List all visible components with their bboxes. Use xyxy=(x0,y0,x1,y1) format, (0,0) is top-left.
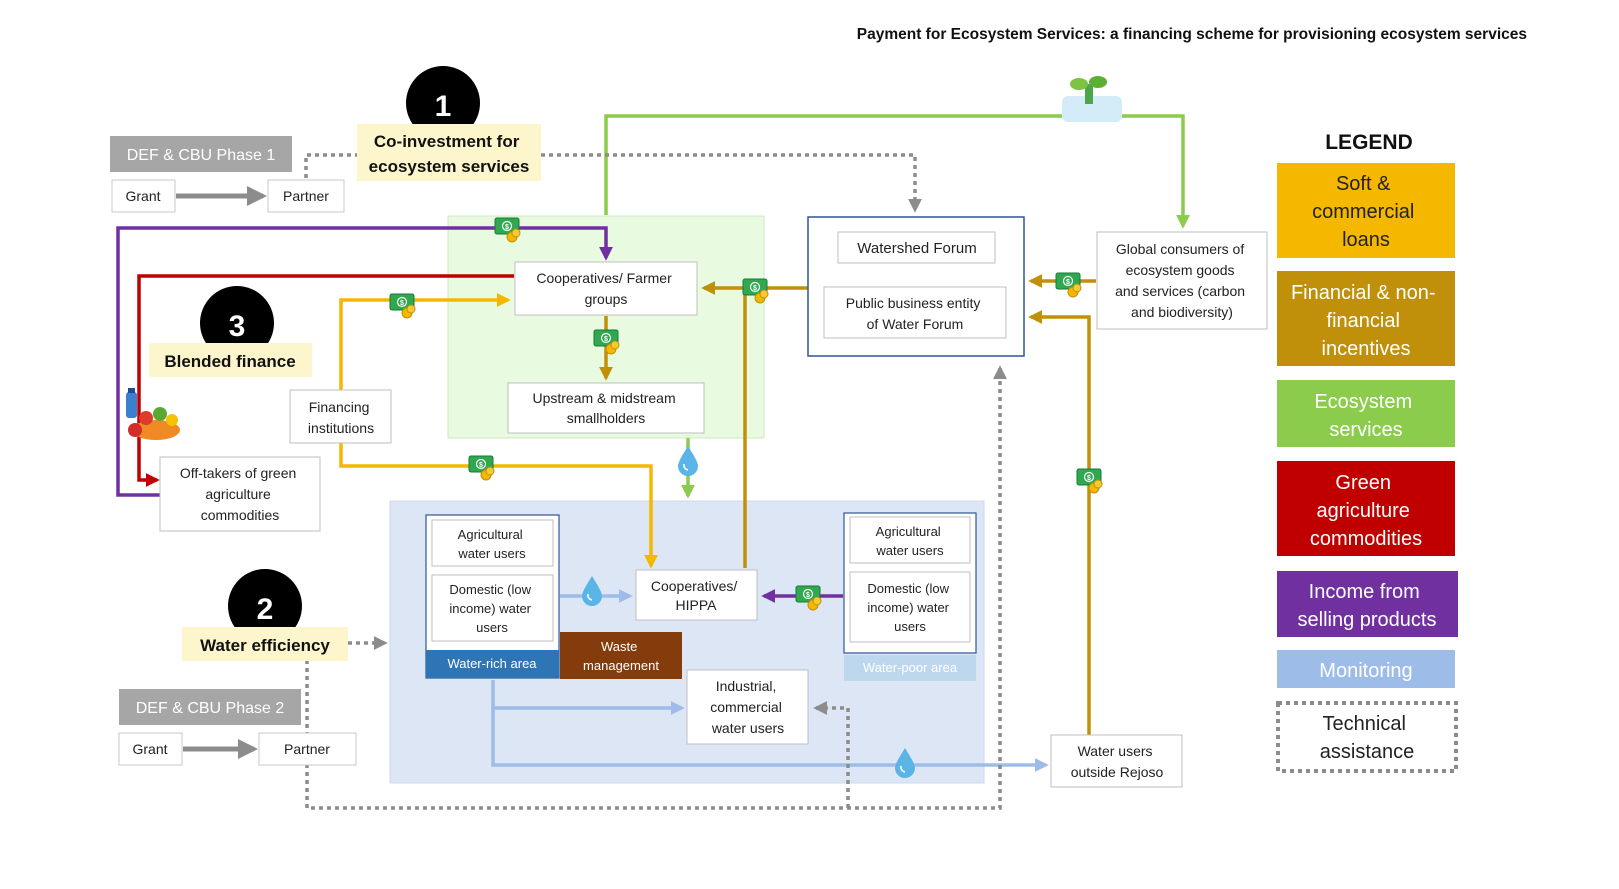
money-icon xyxy=(1076,468,1103,494)
svg-text:Global consumers of ecos: Global consumers of ecosystem goods and … xyxy=(1115,241,1249,320)
svg-text:Income from selling prod: Income from selling products xyxy=(1298,581,1437,631)
monitoring-rich-to-outside xyxy=(491,708,1049,772)
svg-text:Monitoring: Monitoring xyxy=(1319,660,1412,682)
svg-text:Waste management: Waste management xyxy=(583,639,659,673)
legend-monitoring: Monitoring xyxy=(1277,650,1455,688)
node-hippa: Cooperatives/ HIPPA xyxy=(635,569,758,621)
node-global-consumers: Global consumers of ecosystem goods and … xyxy=(1096,231,1268,330)
svg-text:Cooperatives/ Farmer gro: Cooperatives/ Farmer groups xyxy=(536,270,675,307)
svg-text:Agricultural water users: Agricultural water users xyxy=(457,527,526,561)
produce-icon xyxy=(126,388,180,440)
scheme-3-label: Blended finance xyxy=(164,352,295,371)
legend-ecosystem: Ecosystem services xyxy=(1277,380,1455,447)
node-offtakers: Off-takers of green agriculture commodit… xyxy=(159,456,321,532)
legend-income: Income from selling products xyxy=(1277,571,1458,637)
svg-text:Financial & non- financi: Financial & non- financial incentives xyxy=(1291,282,1441,360)
node-water-poor-area: Agricultural water users Domestic (low i… xyxy=(843,512,977,681)
svg-text:Water-rich area: Water-rich area xyxy=(447,656,537,671)
phase-2-grant: Grant xyxy=(132,741,167,757)
scheme-1-label: Co-investment for ecosystem services xyxy=(369,132,530,176)
scheme-2: 2 Water efficiency xyxy=(182,569,348,661)
technical-to-industrial xyxy=(813,701,850,808)
phase-1-title: DEF & CBU Phase 1 xyxy=(127,147,276,164)
scheme-2-label: Water efficiency xyxy=(200,636,330,655)
node-watershed-forum: Watershed Forum Public business entity o… xyxy=(807,216,1025,357)
svg-text:Cooperatives/ HIPPA: Cooperatives/ HIPPA xyxy=(651,578,741,613)
svg-text:Financing institutions: Financing institutions xyxy=(308,399,374,436)
legend-title: LEGEND xyxy=(1325,131,1413,154)
node-smallholders: Upstream & midstream smallholders xyxy=(507,382,705,434)
svg-text:Public business entity o: Public business entity of Water Forum xyxy=(846,295,985,332)
svg-text:Ecosystem services: Ecosystem services xyxy=(1314,391,1417,441)
technical-phase1-to-forum xyxy=(304,153,915,210)
income-offtakers-to-coops xyxy=(116,226,613,497)
incentive-outside-to-forum xyxy=(1028,310,1091,735)
scheme-3: 3 Blended finance xyxy=(149,286,312,377)
svg-text:Off-takers of green agri: Off-takers of green agriculture commodit… xyxy=(180,465,300,523)
commodity-coops-to-offtakers xyxy=(137,274,514,487)
loan-financing-to-hippa xyxy=(339,443,658,569)
svg-text:Watershed Forum: Watershed Forum xyxy=(857,240,976,257)
diagram-title: Payment for Ecosystem Services: a financ… xyxy=(857,26,1527,43)
phase-1-partner: Partner xyxy=(283,188,329,204)
phase-1: DEF & CBU Phase 1 Grant Partner xyxy=(110,136,345,213)
svg-text:Water-poor area: Water-poor area xyxy=(863,660,958,675)
node-coops: Cooperatives/ Farmer groups xyxy=(514,261,698,316)
scheme-3-number: 3 xyxy=(229,310,246,343)
loan-financing-to-coops xyxy=(339,293,511,390)
svg-text:Green agriculture: Green agriculture commodities xyxy=(1310,472,1422,550)
svg-text:Agricultural water users: Agricultural water users xyxy=(875,524,944,558)
svg-text:Domestic (low income) wa: Domestic (low income) water users xyxy=(867,581,952,634)
svg-text:Industrial, commercial: Industrial, commercial water users xyxy=(710,678,785,736)
node-waste-management: Waste management xyxy=(560,632,682,679)
scheme-1: 1 Co-investment for ecosystem services xyxy=(357,66,541,181)
svg-text:Upstream & midstream sma: Upstream & midstream smallholders xyxy=(532,390,679,426)
water-drop-icon xyxy=(677,445,699,477)
money-icon xyxy=(468,455,495,481)
svg-text:Technical assistance: Technical assistance xyxy=(1320,713,1415,763)
legend-incentives: Financial & non- financial incentives xyxy=(1277,271,1455,366)
phase-2-partner: Partner xyxy=(284,741,330,757)
svg-text:Domestic (low income) wa: Domestic (low income) water users xyxy=(449,582,534,635)
scheme-2-number: 2 xyxy=(257,593,274,626)
node-water-rich-area: Agricultural water users Domestic (low i… xyxy=(425,514,560,679)
legend-green-agri: Green agriculture commodities xyxy=(1277,461,1455,556)
money-icon xyxy=(1055,272,1082,298)
phase-2: DEF & CBU Phase 2 Grant Partner xyxy=(118,689,357,766)
node-financing-institutions: Financing institutions xyxy=(289,389,392,444)
legend-technical: Technical assistance xyxy=(1276,701,1458,773)
money-icon xyxy=(389,293,416,319)
phase-2-title: DEF & CBU Phase 2 xyxy=(136,700,285,717)
svg-text:Soft & commercial: Soft & commercial loans xyxy=(1312,173,1420,251)
node-outside-rejoso: Water users outside Rejoso xyxy=(1050,734,1183,788)
svg-text:Water users outside Rejo: Water users outside Rejoso xyxy=(1071,743,1164,780)
node-industrial: Industrial, commercial water users xyxy=(686,669,809,745)
legend-soft-loans: Soft & commercial loans xyxy=(1277,163,1455,258)
ecosystem-flow-upstream-to-global xyxy=(604,114,1190,229)
scheme-1-number: 1 xyxy=(435,90,452,123)
phase-1-grant: Grant xyxy=(125,188,160,204)
sprout-icon xyxy=(1062,76,1122,122)
